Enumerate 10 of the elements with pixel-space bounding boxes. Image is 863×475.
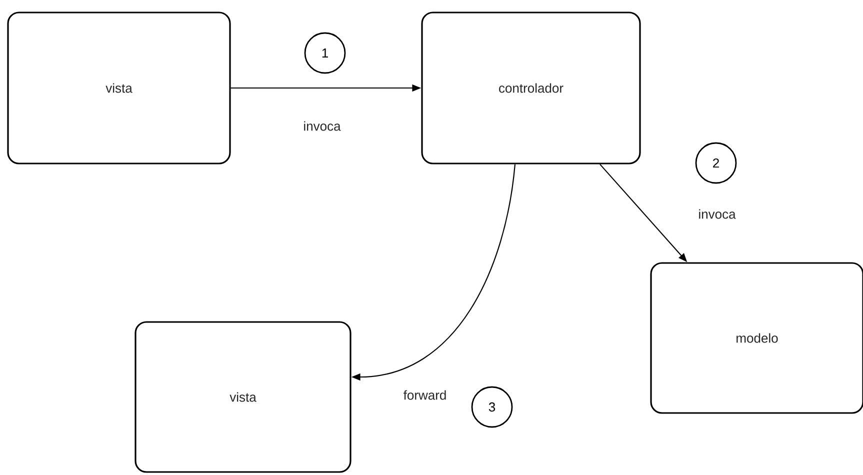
edge-label: invoca bbox=[697, 208, 737, 220]
callout-number: 3 bbox=[471, 386, 513, 428]
process-box: vista bbox=[134, 321, 352, 473]
callout-number: 1 bbox=[304, 32, 346, 74]
process-box: controlador bbox=[421, 12, 641, 164]
process-box: vista bbox=[7, 12, 231, 164]
edge-label: forward bbox=[402, 389, 448, 401]
edge-label: invoca bbox=[302, 120, 342, 132]
process-box: modelo bbox=[650, 262, 863, 414]
callout-number: 2 bbox=[695, 142, 737, 184]
